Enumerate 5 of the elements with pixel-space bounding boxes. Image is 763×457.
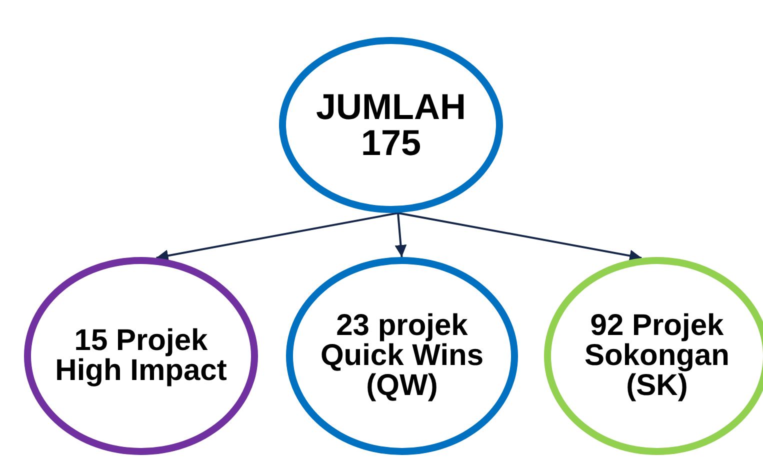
arrow bbox=[394, 212, 407, 258]
node-label: 92 Projek Sokongan (SK) bbox=[583, 311, 730, 401]
node-label: 23 projek Quick Wins (QW) bbox=[319, 311, 485, 401]
node-label: JUMLAH 175 bbox=[315, 89, 467, 161]
node-label: 15 Projek High Impact bbox=[54, 326, 228, 386]
